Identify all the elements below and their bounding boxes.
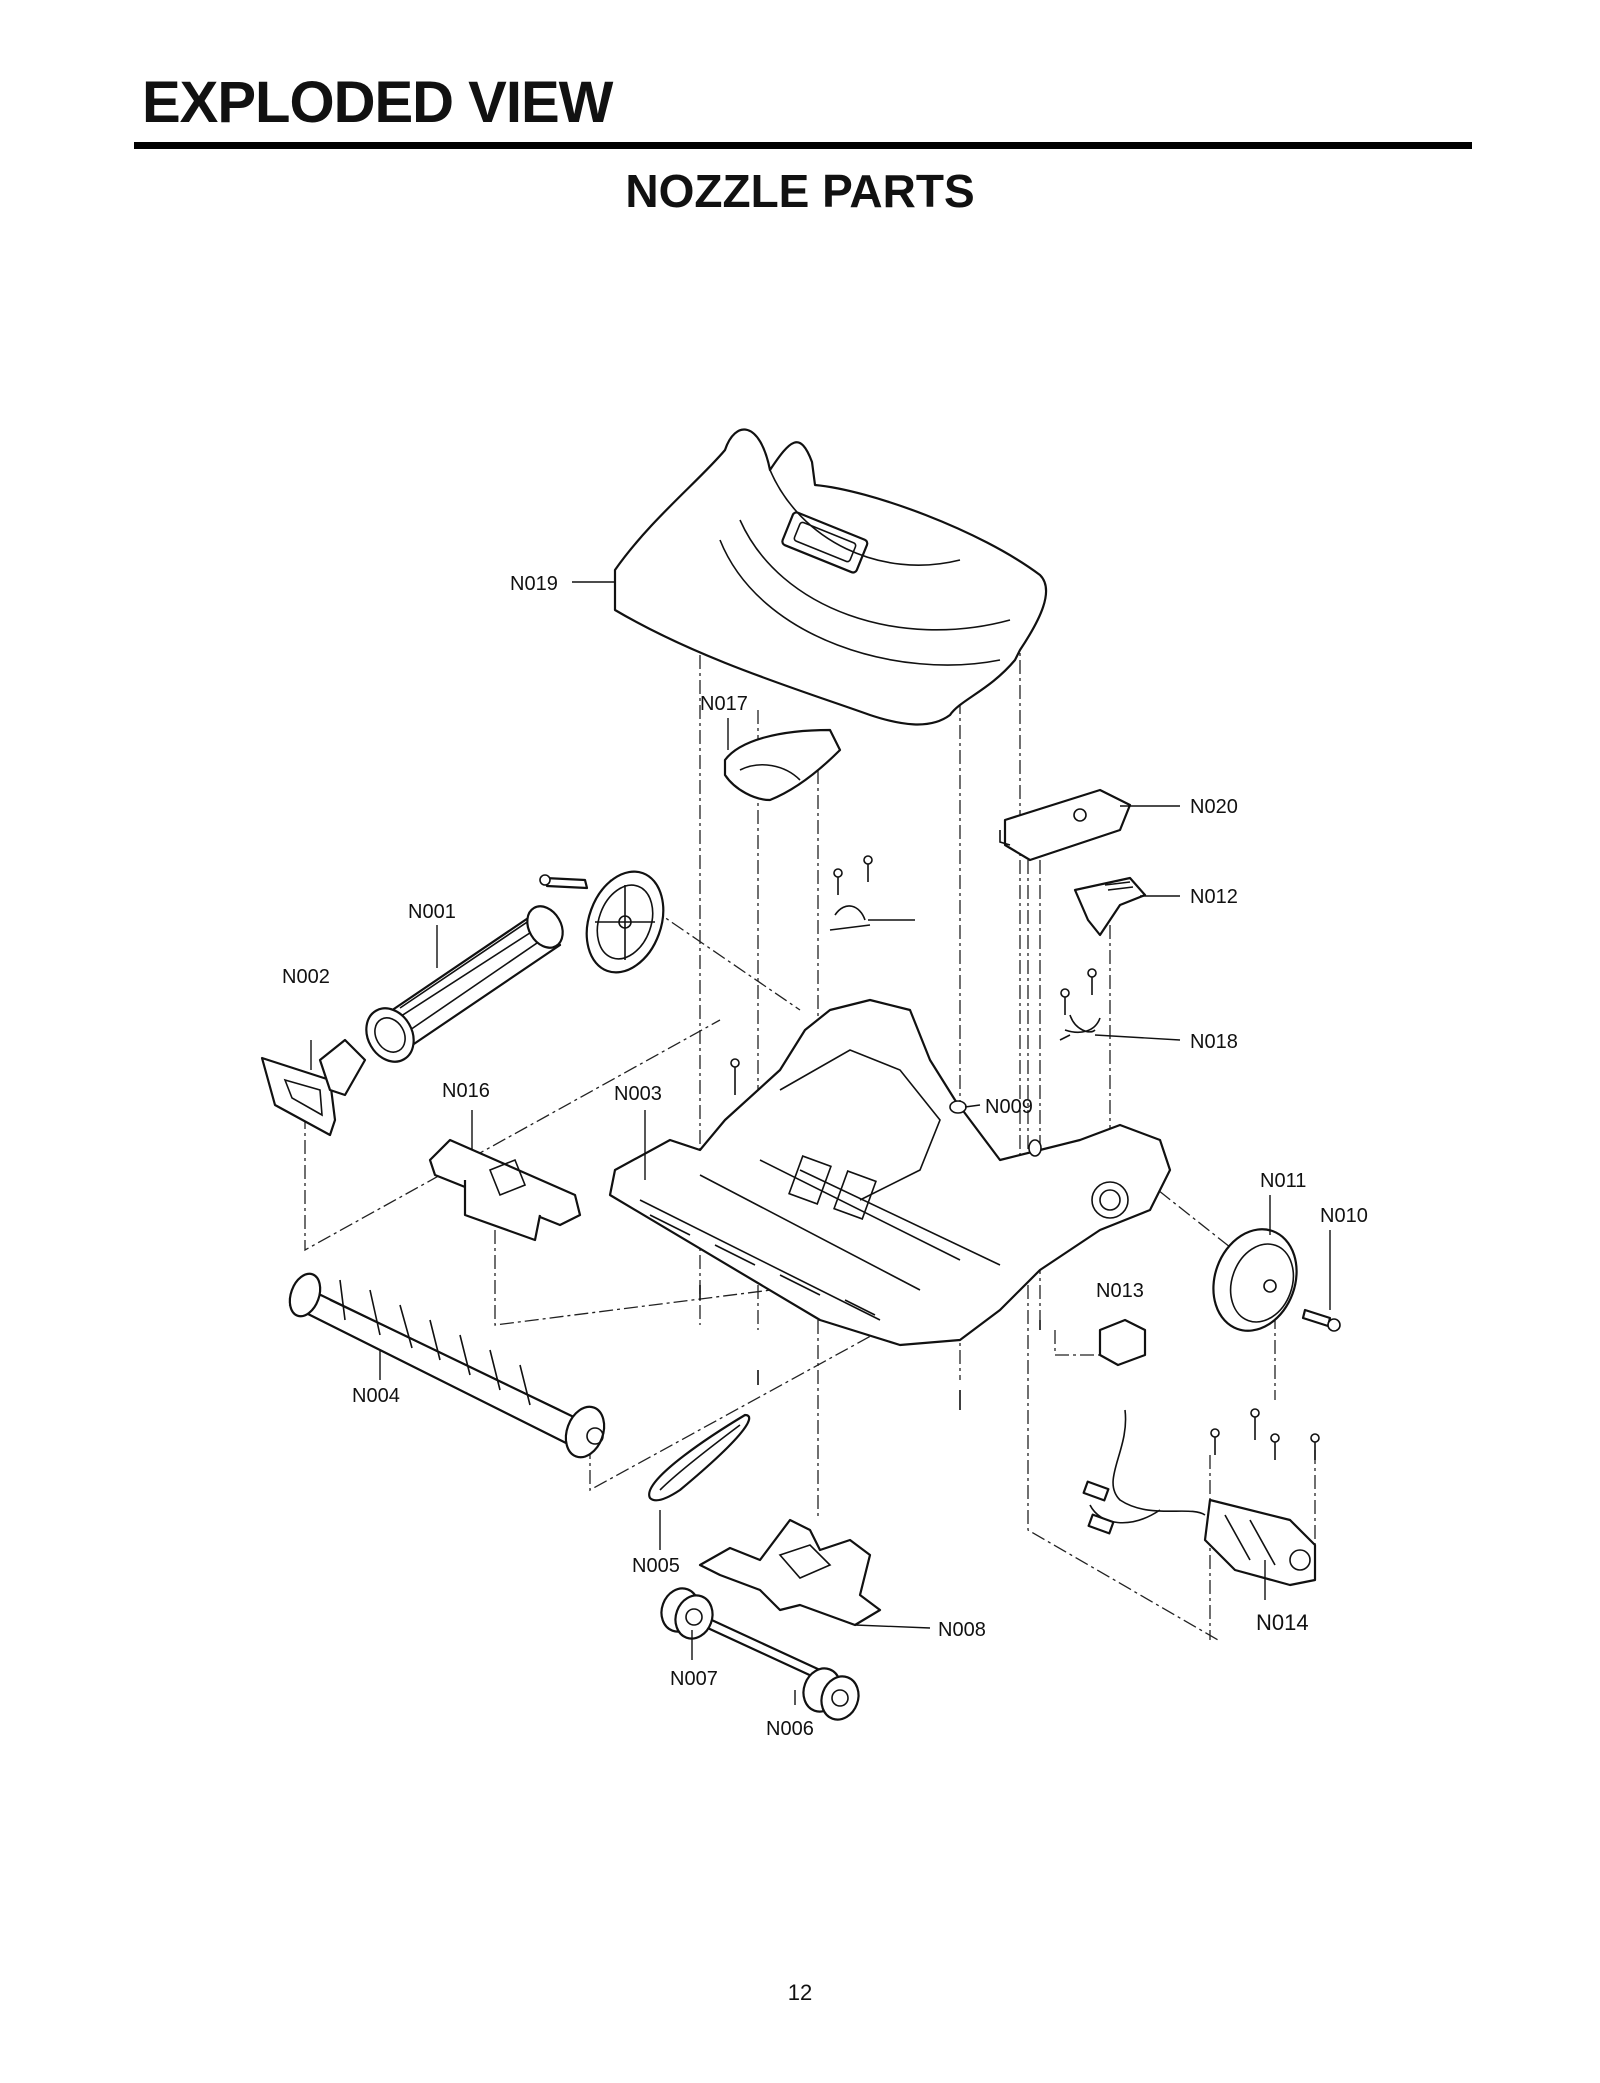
small-cover-n017	[723, 728, 842, 802]
bracket-n008	[698, 1518, 882, 1627]
callout-n005: N005	[632, 1555, 680, 1577]
switch-n013	[1098, 1318, 1147, 1367]
hose-n001	[365, 905, 564, 1063]
callout-n009: N009	[985, 1096, 1033, 1118]
roller-axle-n006-n007	[660, 1587, 860, 1721]
callout-n012: N012	[1190, 886, 1238, 908]
callout-n020: N020	[1190, 796, 1238, 818]
callout-n006: N006	[766, 1718, 814, 1740]
part-n016	[428, 1138, 582, 1242]
clip-n012	[1073, 876, 1147, 937]
belt-n005	[648, 1413, 751, 1502]
page-title: EXPLODED VIEW	[142, 70, 613, 135]
callout-n003: N003	[614, 1083, 662, 1105]
callout-n011: N011	[1260, 1170, 1306, 1192]
adaptor-n002	[260, 1038, 367, 1137]
callout-n008: N008	[938, 1619, 986, 1641]
cover-n020	[999, 788, 1132, 862]
leader-lines	[310, 581, 1331, 1705]
clamp-n018	[829, 905, 1101, 1041]
base-n003	[608, 998, 1172, 1347]
callout-n001: N001	[408, 901, 456, 923]
callout-n014: N014	[1256, 1610, 1309, 1635]
callout-n010: N010	[1320, 1205, 1368, 1227]
brush-roll-n004	[288, 1272, 606, 1459]
motor-n014	[1082, 1409, 1317, 1587]
callout-n002: N002	[282, 966, 330, 988]
callout-n004: N004	[352, 1385, 400, 1407]
callout-labels: N019 N017 N020 N012 N001 N002 N018 N016 …	[282, 573, 1368, 1740]
page-number: 12	[787, 1980, 813, 2005]
callout-n019: N019	[510, 573, 558, 595]
callout-n017: N017	[700, 693, 748, 715]
header-rule	[134, 142, 1472, 149]
callout-n007: N007	[670, 1668, 718, 1690]
section-title: NOZZLE PARTS	[625, 165, 975, 217]
callout-n018: N018	[1190, 1031, 1238, 1053]
wheel-left	[539, 870, 665, 974]
wheel-n011	[1212, 1228, 1341, 1332]
callout-n016: N016	[442, 1080, 490, 1102]
top-cover-n019	[613, 428, 1048, 726]
callout-n013: N013	[1096, 1280, 1144, 1302]
